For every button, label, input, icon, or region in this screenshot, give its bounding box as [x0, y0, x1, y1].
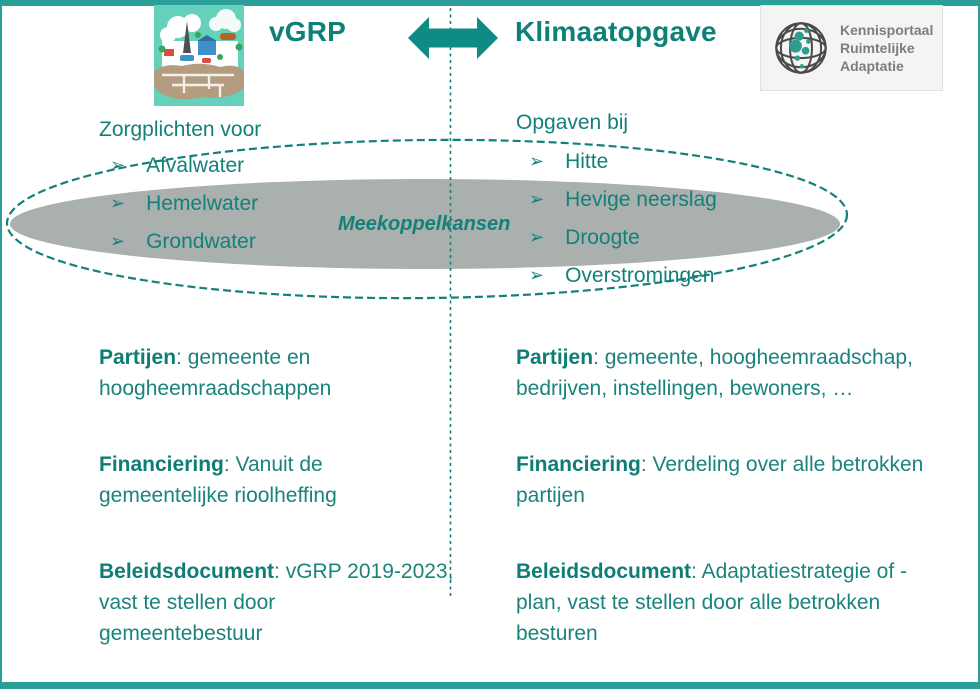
- bottom-border-bar: [2, 682, 978, 687]
- arrow-bullet-icon: ➢: [529, 227, 545, 247]
- meekoppelkansen-label: Meekoppelkansen: [338, 213, 511, 235]
- logo-text-line1: Kennisportaal: [840, 21, 934, 38]
- list-item: ➢ Hemelwater: [110, 192, 258, 215]
- logo-text-line2: Ruimtelijke Adaptatie: [840, 39, 915, 75]
- left-column-heading: Zorgplichten voor: [99, 118, 262, 141]
- section-text: : vGRP 2019-2023, vast te stellen door g…: [99, 560, 454, 645]
- city-sewer-illustration: [154, 5, 244, 106]
- bullet-label: Hevige neerslag: [565, 188, 717, 211]
- bullet-label: Hemelwater: [146, 192, 259, 215]
- section-label: Partijen: [99, 346, 177, 369]
- list-item: ➢ Hevige neerslag: [529, 188, 717, 211]
- section-beleidsdocument-right: Beleidsdocument: Adaptatiestrategie of -…: [516, 556, 971, 649]
- left-bullet-list: ➢ Afvalwater ➢ Hemelwater ➢ Grondwater: [110, 154, 258, 268]
- section-partijen-right: Partijen: gemeente, hoogheemraadschap, b…: [516, 342, 971, 404]
- bullet-label: Afvalwater: [146, 154, 245, 177]
- right-column-heading: Opgaven bij: [516, 111, 629, 134]
- section-label: Partijen: [516, 346, 594, 369]
- section-beleidsdocument-left: Beleidsdocument: vGRP 2019-2023, vast te…: [99, 556, 489, 649]
- kennisportaal-logo: Kennisportaal Ruimtelijke Adaptatie: [760, 5, 943, 91]
- list-item: ➢ Overstromingen: [529, 264, 717, 287]
- section-text: : Adaptatiestrategie of - plan, vast te …: [516, 560, 908, 645]
- section-text: : gemeente en hoogheemraadschappen: [99, 346, 332, 400]
- section-financiering-right: Financiering: Verdeling over alle betrok…: [516, 449, 971, 511]
- arrow-bullet-icon: ➢: [529, 151, 545, 171]
- logo-text: Kennisportaal Ruimtelijke Adaptatie: [840, 21, 936, 76]
- section-label: Financiering: [99, 453, 224, 476]
- section-text: : gemeente, hoogheemraadschap, bedrijven…: [516, 346, 913, 400]
- section-text: : Verdeling over alle betrokken partijen: [516, 453, 924, 507]
- arrow-bullet-icon: ➢: [529, 189, 545, 209]
- arrow-bullet-icon: ➢: [529, 265, 545, 285]
- right-column-title: Klimaatopgave: [515, 16, 717, 47]
- list-item: ➢ Hitte: [529, 150, 717, 173]
- list-item: ➢ Droogte: [529, 226, 717, 249]
- section-label: Beleidsdocument: [516, 560, 692, 583]
- top-border-bar: [2, 2, 978, 6]
- bullet-label: Overstromingen: [565, 264, 715, 287]
- section-partijen-left: Partijen: gemeente en hoogheemraadschapp…: [99, 342, 489, 404]
- bullet-label: Grondwater: [146, 230, 256, 253]
- meekoppel-ellipse-fill: [10, 179, 840, 269]
- globe-icon: [775, 22, 827, 74]
- list-item: ➢ Afvalwater: [110, 154, 258, 177]
- list-item: ➢ Grondwater: [110, 230, 258, 253]
- double-arrow-icon: [408, 17, 498, 59]
- section-financiering-left: Financiering: Vanuit de gemeentelijke ri…: [99, 449, 489, 511]
- arrow-bullet-icon: ➢: [110, 231, 126, 251]
- section-text: : Vanuit de gemeentelijke rioolheffing: [99, 453, 337, 507]
- bullet-label: Hitte: [565, 150, 609, 173]
- arrow-bullet-icon: ➢: [110, 155, 126, 175]
- right-bullet-list: ➢ Hitte ➢ Hevige neerslag ➢ Droogte ➢ Overst…: [529, 150, 717, 302]
- arrow-bullet-icon: ➢: [110, 193, 126, 213]
- bullet-label: Droogte: [565, 226, 640, 249]
- meekoppel-ellipse-dashed-outline: [5, 138, 849, 300]
- section-label: Financiering: [516, 453, 641, 476]
- section-label: Beleidsdocument: [99, 560, 275, 583]
- left-column-title: vGRP: [269, 16, 347, 47]
